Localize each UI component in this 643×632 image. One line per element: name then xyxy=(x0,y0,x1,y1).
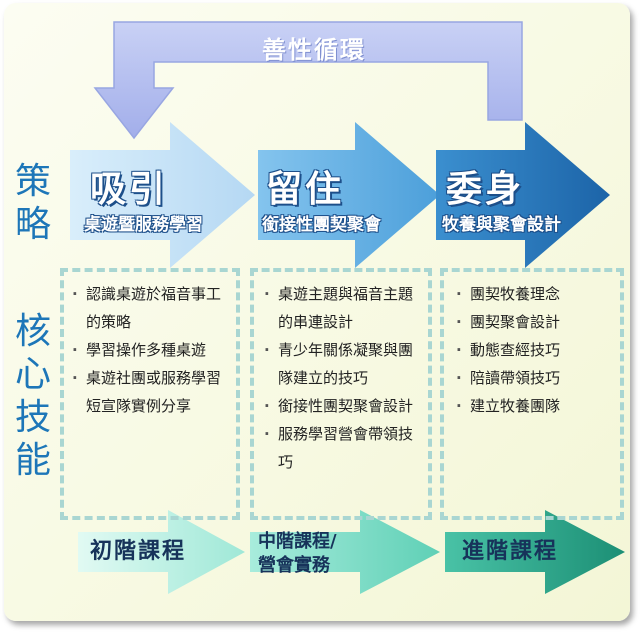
skills-box-3 xyxy=(440,268,624,520)
course-label-3-text: 進階課程 xyxy=(462,539,559,564)
course-label-2-line1: 中階課程/ xyxy=(258,531,337,552)
strategy-label-text: 策略 xyxy=(14,161,51,245)
skill-item: 服務學習營會帶領技巧 xyxy=(264,420,426,476)
course-label-2-line2: 營會實務 xyxy=(258,555,330,576)
course-arrow-3 xyxy=(445,510,625,594)
stage-title-1: 吸引 xyxy=(90,169,169,210)
stage-arrow-1 xyxy=(70,122,255,268)
stage-subtitle-2: 銜接性團契聚會 xyxy=(262,215,381,235)
skill-item: 團契聚會設計 xyxy=(456,308,618,336)
cycle-label: 善性循環 xyxy=(262,36,366,64)
core-skills-label-text: 核心技能 xyxy=(14,311,51,481)
skill-item: 青少年關係凝聚與團隊建立的技巧 xyxy=(264,336,426,392)
skills-box-2 xyxy=(250,268,432,520)
course-label-3: 進階課程 xyxy=(462,540,558,564)
skill-item: 認識桌遊於福音事工的策略 xyxy=(72,280,230,336)
skills-list-2: 桌遊主題與福音主題的串連設計 青少年關係凝聚與團隊建立的技巧 銜接性團契聚會設計… xyxy=(264,280,426,476)
stage-title-2: 留住 xyxy=(266,169,345,210)
course-arrow-1 xyxy=(78,510,245,594)
stage-title-3: 委身 xyxy=(446,169,525,210)
skills-list-3: 團契牧養理念 團契聚會設計 動態查經技巧 陪讀帶領技巧 建立牧養團隊 xyxy=(456,280,618,420)
course-label-2: 中階課程/ 營會實務 xyxy=(258,530,337,578)
cycle-arrow xyxy=(93,21,523,140)
skill-item: 銜接性團契聚會設計 xyxy=(264,392,426,420)
stage-arrow-2 xyxy=(258,122,440,268)
skills-box-1 xyxy=(60,268,240,520)
skill-item: 學習操作多種桌遊 xyxy=(72,336,230,364)
skill-item: 陪讀帶領技巧 xyxy=(456,364,618,392)
course-arrow-2 xyxy=(250,510,440,594)
stage-subtitle-1: 桌遊暨服務學習 xyxy=(84,215,203,235)
stage-subtitle-3: 牧養與聚會設計 xyxy=(442,215,561,235)
skill-item: 團契牧養理念 xyxy=(456,280,618,308)
skill-item: 動態查經技巧 xyxy=(456,336,618,364)
skill-item: 桌遊社團或服務學習短宣隊實例分享 xyxy=(72,364,230,420)
skill-item: 桌遊主題與福音主題的串連設計 xyxy=(264,280,426,336)
skills-list-1: 認識桌遊於福音事工的策略 學習操作多種桌遊 桌遊社團或服務學習短宣隊實例分享 xyxy=(72,280,230,420)
core-skills-label: 核心技能 xyxy=(10,310,56,482)
course-label-1-text: 初階課程 xyxy=(90,539,187,564)
strategy-label: 策略 xyxy=(10,160,56,246)
course-label-1: 初階課程 xyxy=(90,540,186,564)
skill-item: 建立牧養團隊 xyxy=(456,392,618,420)
stage-arrow-3 xyxy=(436,122,610,268)
